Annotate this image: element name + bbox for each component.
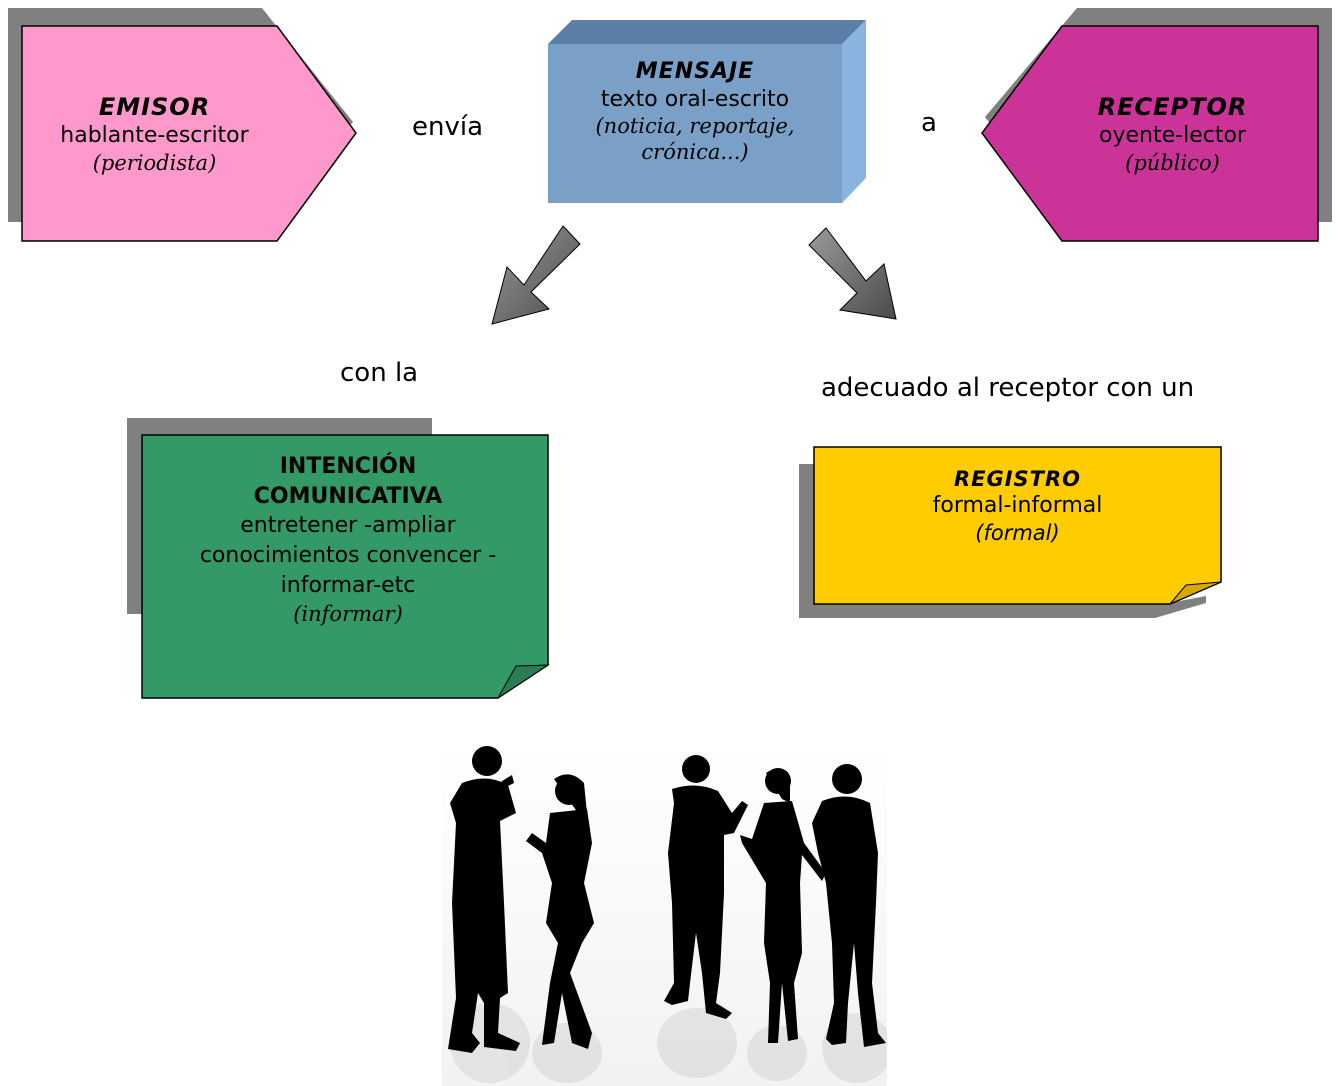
- people-silhouettes-icon: [448, 746, 887, 1083]
- emisor-title: EMISOR: [98, 93, 211, 121]
- emisor-text: EMISOR hablante-escritor (periodista): [22, 92, 287, 176]
- connector-con-la: con la: [340, 358, 419, 388]
- intencion-line-2: conocimientos convencer -: [199, 543, 497, 569]
- emisor-example: (periodista): [92, 150, 217, 175]
- registro-example: (formal): [975, 520, 1060, 545]
- receptor-text: RECEPTOR oyente-lector (público): [1040, 92, 1305, 176]
- mensaje-example-1: (noticia, reportaje,: [595, 114, 795, 138]
- registro-subtitle: formal-informal: [932, 493, 1103, 519]
- intencion-line-1: entretener -ampliar: [240, 513, 456, 539]
- people-image: [442, 743, 887, 1086]
- connector-adecuado: adecuado al receptor con un: [821, 373, 1195, 403]
- receptor-title: RECEPTOR: [1097, 93, 1248, 121]
- registro-title: REGISTRO: [953, 467, 1082, 491]
- mensaje-text: MENSAJE texto oral-escrito (noticia, rep…: [548, 58, 842, 166]
- intencion-title-2: COMUNICATIVA: [253, 483, 443, 509]
- receptor-example: (público): [1125, 150, 1220, 175]
- intencion-text: INTENCIÓN COMUNICATIVA entretener -ampli…: [148, 452, 548, 629]
- mensaje-example-2: crónica...): [641, 140, 749, 165]
- emisor-subtitle: hablante-escritor: [60, 123, 249, 148]
- receptor-subtitle: oyente-lector: [1099, 123, 1246, 148]
- intencion-example: (informar): [293, 602, 403, 627]
- intencion-line-3: informar-etc: [280, 572, 416, 598]
- connector-a: a: [921, 108, 937, 138]
- mensaje-subtitle: texto oral-escrito: [600, 86, 790, 112]
- registro-text: REGISTRO formal-informal (formal): [814, 466, 1221, 546]
- connector-envia: envía: [412, 112, 484, 142]
- intencion-title-1: INTENCIÓN: [279, 454, 417, 479]
- mensaje-title: MENSAJE: [635, 59, 755, 84]
